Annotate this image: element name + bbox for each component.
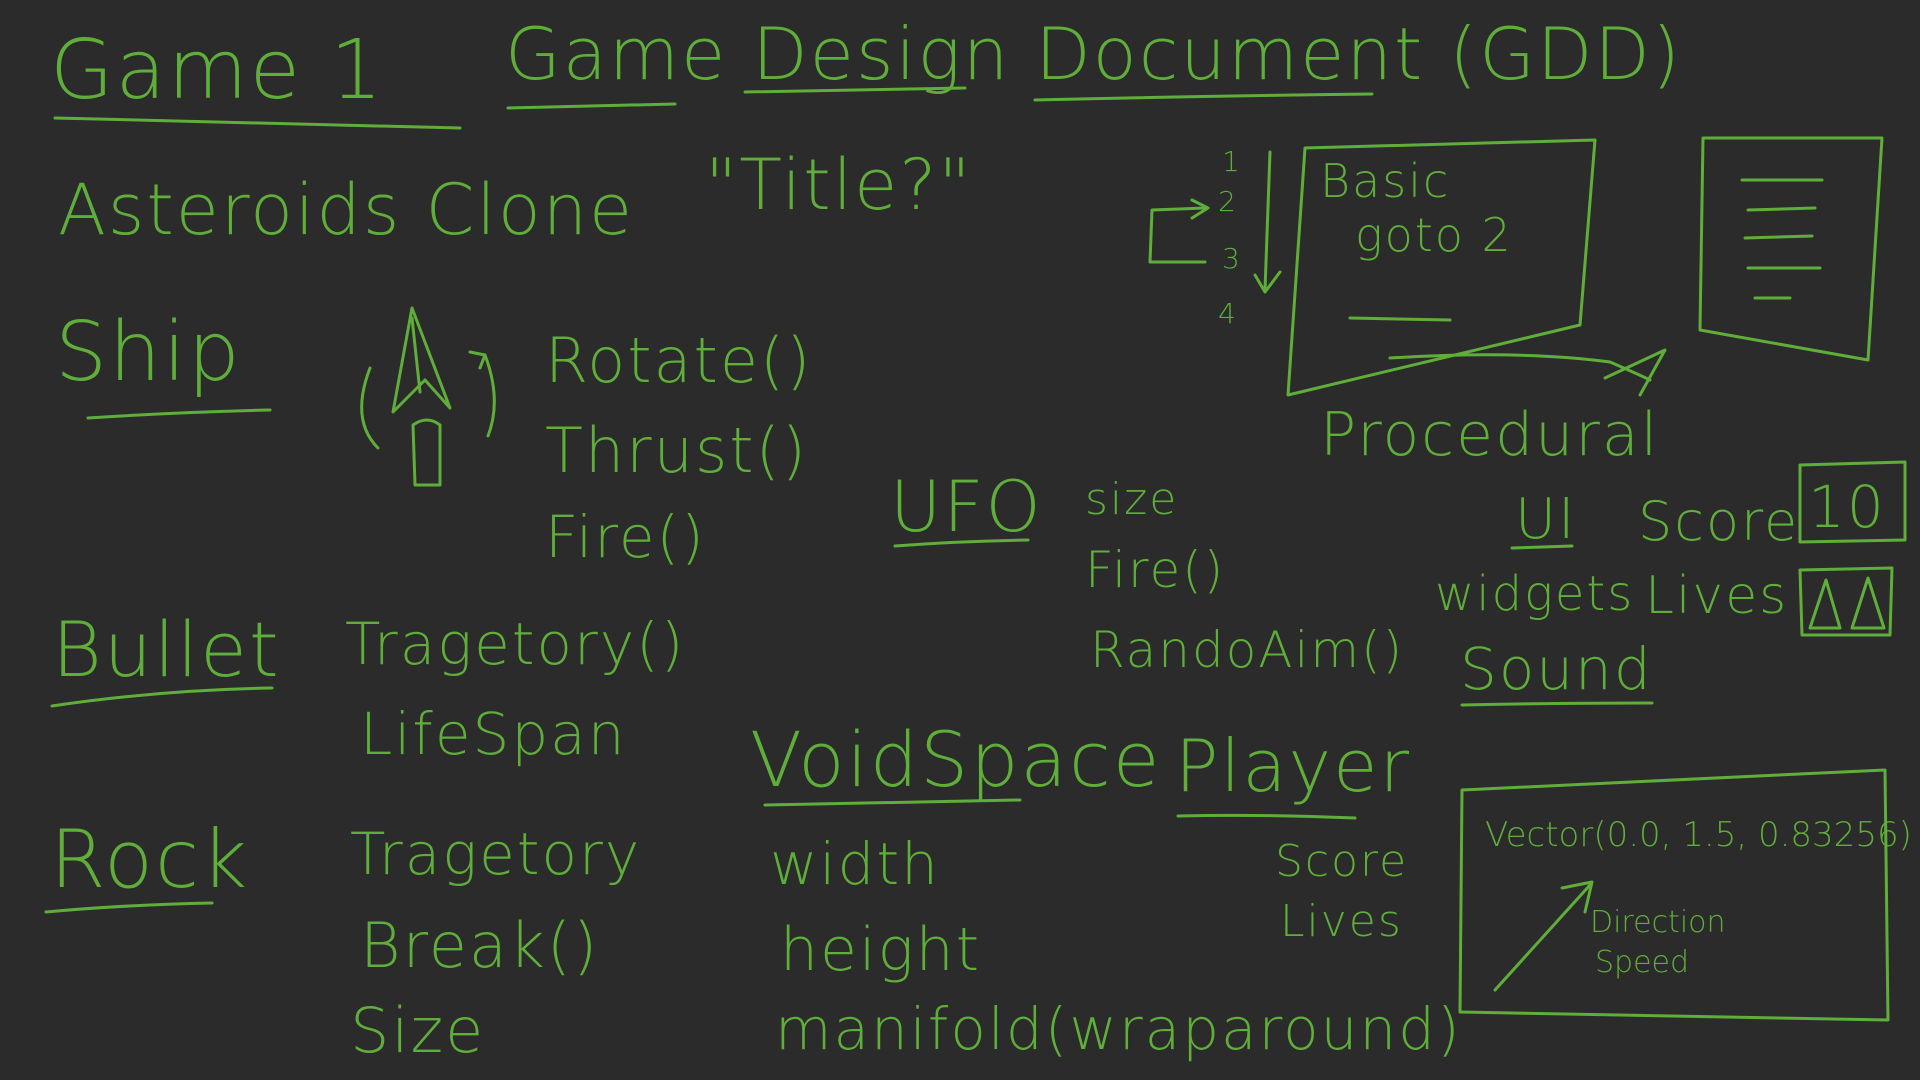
ship-method-thrust: Thrust() [545,414,808,487]
ui-widgets-label: widgets [1435,566,1635,622]
document-page-icon [1698,136,1884,362]
title-gdd: Game Design Document (GDD) [505,12,1682,96]
ufo-label: UFO [890,466,1043,548]
procedural-line-4: 4 [1218,297,1238,330]
ufo-method-size: size [1085,474,1179,525]
vector-speed: Speed [1595,945,1690,980]
ui-lives-label: Lives [1645,566,1789,626]
rock-method-break: Break() [360,909,600,982]
procedural-box-basic: Basic [1320,154,1451,208]
ufo-method-randoaim: RandoAim() [1090,621,1405,679]
procedural-line-2: 2 [1218,185,1238,218]
ui-score-value: 10 [1808,473,1886,541]
procedural-box-arrow [1388,353,1652,382]
underline-ship [86,408,272,420]
voidspace-label: VoidSpace [750,715,1162,804]
bullet-label: Bullet [52,605,281,694]
procedural-arrow-head [1603,348,1667,397]
vector-arrow [1493,883,1592,992]
vector-arrow-head [1560,880,1594,914]
player-prop-score: Score [1275,836,1409,887]
bullet-method-lifespan: LifeSpan [360,700,627,768]
vector-box [1458,768,1890,1022]
ufo-method-fire: Fire() [1085,541,1226,599]
underline-gdd-a [506,102,677,110]
ship-method-rotate: Rotate() [545,324,813,397]
procedural-label: Procedural [1320,400,1660,470]
rock-method-size: Size [350,994,486,1067]
procedural-line-3: 3 [1222,242,1242,275]
lives-icons [1798,566,1894,637]
procedural-box-goto: goto 2 [1355,208,1513,262]
player-prop-lives: Lives [1280,896,1403,947]
subtitle-title-hint: "Title?" [705,144,973,226]
underline-game-1 [53,116,462,130]
title-game-1: Game 1 [50,23,385,118]
ship-method-fire: Fire() [545,503,706,571]
procedural-loop-arrow [1148,150,1282,294]
subtitle-asteroids-clone: Asteroids Clone [58,169,635,251]
procedural-line-1: 1 [1222,145,1242,178]
procedural-code-line [1348,316,1452,322]
underline-sound [1460,701,1654,707]
ship-sketch-icon [360,306,496,487]
voidspace-prop-width: width [770,830,940,898]
vector-text: Vector(0.0, 1.5, 0.83256) [1485,815,1912,855]
rock-label: Rock [50,813,250,906]
voidspace-prop-height: height [780,915,982,985]
ui-sound-label: Sound [1460,635,1653,703]
bullet-method-trajectory: Tragetory() [345,610,686,678]
vector-direction: Direction [1590,905,1726,940]
ui-score-label: Score [1638,490,1800,553]
ship-label: Ship [55,305,242,400]
ui-label: UI [1515,487,1577,552]
rock-method-trajectory: Tragetory [350,820,642,888]
player-label: Player [1175,724,1412,808]
voidspace-prop-manifold: manifold(wraparound) [775,995,1462,1063]
underline-player [1176,813,1357,820]
